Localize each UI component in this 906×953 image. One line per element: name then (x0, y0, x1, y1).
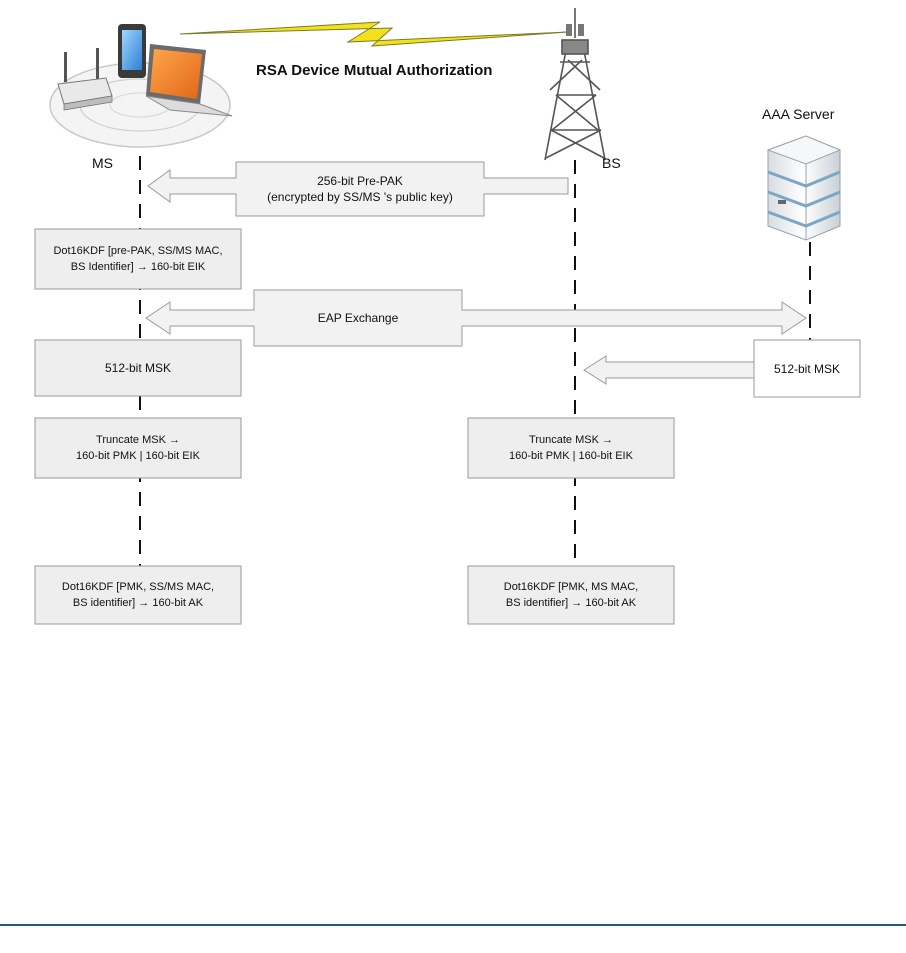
ms-eik-box (34, 228, 242, 290)
laptop-icon (145, 44, 233, 117)
ms-devices-icon (49, 24, 233, 148)
bs-label: BS (602, 155, 621, 171)
phone-icon (118, 24, 146, 78)
aaa-server-icon (766, 135, 842, 241)
wireless-link-lightning-icon (179, 21, 569, 47)
msk-arrow (583, 355, 755, 385)
ms-ak-box (34, 565, 242, 625)
bs-tower-icon (544, 8, 606, 161)
ms-truncate-box (34, 417, 242, 479)
step-boxes (34, 228, 861, 625)
bs-truncate-box (467, 417, 675, 479)
eap-exchange-arrow (145, 289, 807, 347)
bs-ak-box (467, 565, 675, 625)
router-icon (57, 48, 113, 111)
aaa-msk-box (753, 339, 861, 398)
bottom-rule (0, 924, 906, 926)
diagram-title: RSA Device Mutual Authorization (256, 62, 493, 79)
ms-label: MS (92, 155, 113, 171)
aaa-server-label: AAA Server (762, 106, 835, 122)
pre-pak-arrow (147, 161, 569, 217)
ms-msk-box (34, 339, 242, 397)
